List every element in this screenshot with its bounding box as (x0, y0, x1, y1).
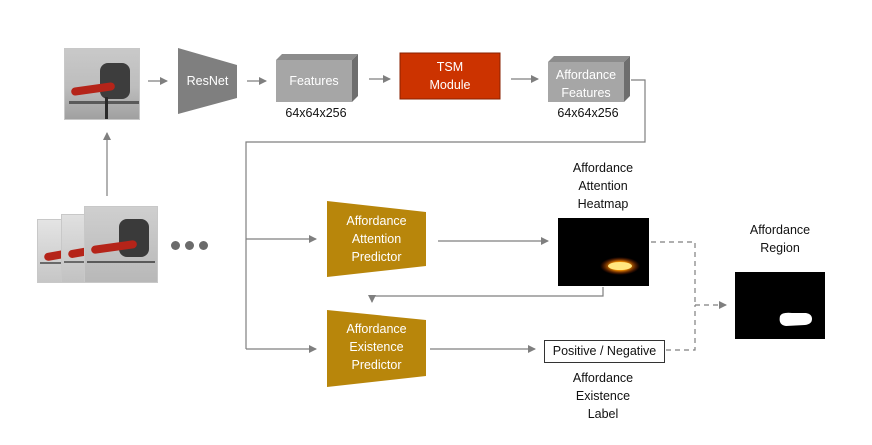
resnet-block (178, 48, 237, 114)
frame-stack-image-3 (84, 206, 158, 283)
tsm-module-label: TSM Module (429, 60, 471, 92)
heatmap-label: Affordance Attention Heatmap (572, 161, 634, 211)
resnet-label: ResNet (186, 74, 229, 88)
positive-negative-box: Positive / Negative (544, 340, 665, 363)
region-label: Affordance Region (749, 223, 811, 255)
existence-predictor-label: Affordance Existence Predictor (346, 322, 407, 372)
features-block (276, 54, 358, 102)
attention-heatmap-image (558, 218, 649, 286)
ellipsis-dot-3 (199, 241, 208, 250)
existence-label-caption: Affordance Existence Label (572, 371, 634, 421)
attention-predictor-label: Affordance Attention Predictor (346, 214, 407, 264)
ellipsis-dot-1 (171, 241, 180, 250)
affordance-features-label: Affordance Features (555, 68, 617, 100)
dashed-label-to-region (666, 305, 696, 351)
dashed-heatmap-to-region (651, 241, 696, 305)
affordance-features-block (548, 56, 630, 102)
existence-predictor-block (327, 310, 426, 387)
arrow-heatmap-to-existence (368, 287, 604, 303)
features-label: Features (289, 74, 339, 88)
features-dim-label: 64x64x256 (285, 106, 347, 120)
input-frame-image (64, 48, 140, 120)
tsm-module-block (399, 52, 501, 100)
ellipsis-dot-2 (185, 241, 194, 250)
connector-features-to-predictors (245, 79, 646, 349)
attention-predictor-block (327, 201, 426, 277)
affordance-region-mask (735, 272, 825, 339)
affordance-features-dim-label: 64x64x256 (557, 106, 619, 120)
